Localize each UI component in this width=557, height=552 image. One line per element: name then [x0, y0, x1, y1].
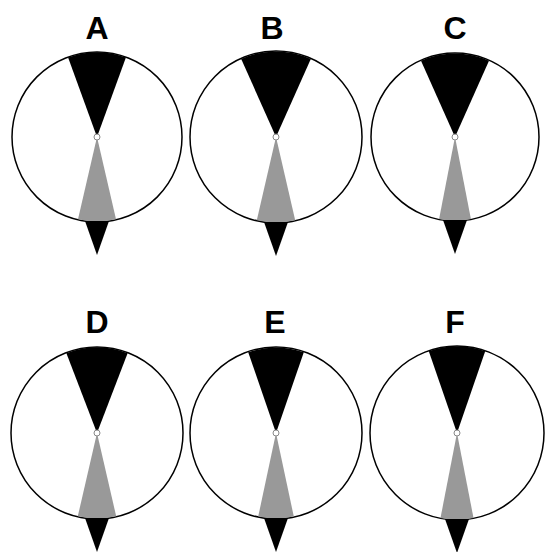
dial-circle — [190, 347, 362, 519]
black-sector — [68, 53, 126, 137]
panel-letter: B — [260, 12, 283, 44]
dial-circle — [11, 347, 183, 519]
dial-circle — [12, 52, 182, 222]
panel-letter: F — [445, 306, 465, 338]
pointer — [264, 222, 288, 256]
black-sector — [421, 53, 489, 137]
pointer — [264, 518, 288, 552]
panel-letter: C — [443, 12, 466, 44]
grey-sector — [257, 137, 295, 222]
pivot — [94, 134, 100, 140]
pointer — [443, 220, 467, 254]
pivot — [94, 430, 100, 436]
grey-sector — [78, 137, 116, 221]
panel-letter: D — [85, 306, 108, 338]
panel-letter: A — [85, 12, 108, 44]
grey-sector — [441, 433, 474, 519]
black-sector — [248, 348, 304, 433]
grey-sector — [258, 433, 294, 518]
dial-circle — [370, 346, 544, 520]
black-sector — [429, 346, 485, 433]
panel-letter: E — [264, 306, 285, 338]
black-sector — [241, 51, 311, 137]
pointer — [445, 519, 469, 552]
dial-circle — [371, 53, 539, 221]
pivot — [452, 134, 458, 140]
pivot — [273, 134, 279, 140]
dial-circle — [190, 51, 362, 223]
pivot — [273, 430, 279, 436]
grey-sector — [439, 137, 471, 221]
pivot — [454, 430, 460, 436]
black-sector — [66, 348, 127, 433]
grey-sector — [78, 433, 116, 518]
pointer — [85, 518, 109, 552]
pointer — [85, 221, 109, 255]
